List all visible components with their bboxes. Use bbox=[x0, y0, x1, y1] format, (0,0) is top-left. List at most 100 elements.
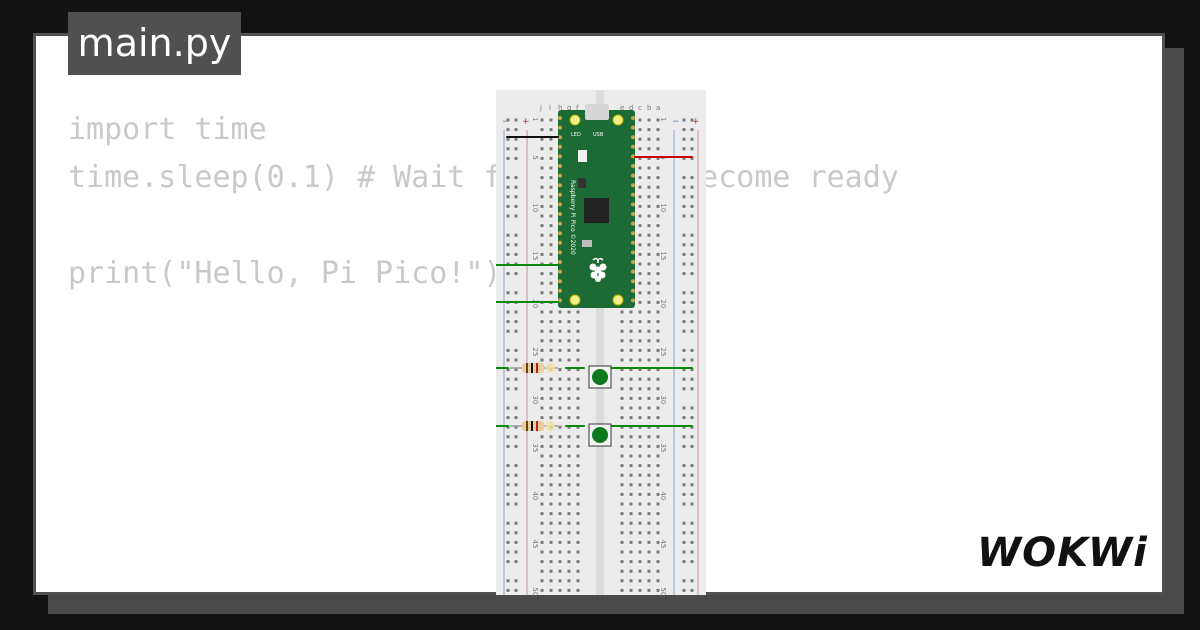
breadboard-hole bbox=[567, 339, 571, 343]
breadboard-hole bbox=[656, 281, 660, 285]
breadboard-hole bbox=[576, 310, 580, 314]
flash-chip bbox=[582, 240, 592, 247]
breadboard-hole bbox=[638, 512, 642, 516]
pico-pin bbox=[631, 164, 635, 168]
rail-hole bbox=[506, 416, 510, 420]
breadboard-hole bbox=[647, 550, 651, 554]
rail-hole bbox=[682, 368, 686, 372]
breadboard-hole bbox=[567, 368, 571, 372]
breadboard-hole bbox=[549, 185, 553, 189]
breadboard-hole bbox=[540, 118, 544, 122]
rail-hole bbox=[514, 502, 518, 506]
rail-hole bbox=[682, 416, 686, 420]
breadboard-hole bbox=[638, 300, 642, 304]
rail-hole bbox=[682, 195, 686, 199]
rail-hole bbox=[506, 444, 510, 448]
column-letter: c bbox=[638, 104, 642, 112]
rail-hole bbox=[514, 118, 518, 122]
code-line: time.sleep(0.1) # Wait for USB to become… bbox=[68, 160, 899, 195]
breadboard-hole bbox=[656, 502, 660, 506]
breadboard-hole bbox=[540, 540, 544, 544]
breadboard-hole bbox=[629, 454, 633, 458]
breadboard-hole bbox=[540, 521, 544, 525]
breadboard-hole bbox=[656, 473, 660, 477]
breadboard-hole bbox=[549, 540, 553, 544]
breadboard-hole bbox=[567, 531, 571, 535]
breadboard-hole bbox=[656, 147, 660, 151]
breadboard-hole bbox=[629, 483, 633, 487]
rail-hole bbox=[682, 300, 686, 304]
rail-hole bbox=[514, 156, 518, 160]
breadboard-hole bbox=[558, 550, 562, 554]
breadboard-hole bbox=[549, 560, 553, 564]
file-tab[interactable]: main.py bbox=[68, 12, 241, 75]
breadboard-hole bbox=[567, 483, 571, 487]
row-number: 45 bbox=[531, 539, 539, 548]
rail-hole bbox=[682, 252, 686, 256]
breadboard-hole bbox=[558, 396, 562, 400]
wires bbox=[496, 136, 693, 427]
mount-hole bbox=[569, 114, 581, 126]
rail-hole bbox=[690, 243, 694, 247]
breadboard-hole bbox=[620, 454, 624, 458]
rail-hole bbox=[506, 272, 510, 276]
breadboard-hole bbox=[620, 310, 624, 314]
breadboard-hole bbox=[629, 387, 633, 391]
breadboard-hole bbox=[638, 588, 642, 592]
breadboard-hole bbox=[558, 387, 562, 391]
breadboard-hole bbox=[549, 176, 553, 180]
rail-minus-label-right: − bbox=[672, 117, 680, 127]
breadboard-hole bbox=[638, 396, 642, 400]
breadboard-hole bbox=[656, 579, 660, 583]
breadboard-hole bbox=[647, 416, 651, 420]
breadboard-hole bbox=[620, 406, 624, 410]
breadboard-hole bbox=[647, 214, 651, 218]
breadboard-hole bbox=[558, 512, 562, 516]
breadboard-hole bbox=[576, 540, 580, 544]
rail-hole bbox=[514, 128, 518, 132]
rail-hole bbox=[682, 550, 686, 554]
breadboard-hole bbox=[540, 281, 544, 285]
breadboard-hole bbox=[656, 588, 660, 592]
breadboard-hole bbox=[656, 204, 660, 208]
breadboard-hole bbox=[549, 339, 553, 343]
row-number: 5 bbox=[531, 155, 539, 159]
pico-pin bbox=[631, 125, 635, 130]
breadboard-hole bbox=[629, 406, 633, 410]
breadboard-hole bbox=[567, 560, 571, 564]
breadboard-hole bbox=[629, 464, 633, 468]
rail-hole bbox=[690, 358, 694, 362]
breadboard-hole bbox=[656, 128, 660, 132]
breadboard-hole bbox=[576, 320, 580, 324]
rail-hole bbox=[682, 137, 686, 141]
row-number: 1 bbox=[531, 117, 539, 121]
rail-hole bbox=[514, 579, 518, 583]
breadboard-hole bbox=[620, 435, 624, 439]
breadboard-hole bbox=[558, 377, 562, 381]
breadboard-hole bbox=[629, 348, 633, 352]
pico-pins bbox=[558, 116, 635, 303]
breadboard-hole bbox=[549, 512, 553, 516]
rail-hole bbox=[514, 176, 518, 180]
rail-hole bbox=[506, 387, 510, 391]
rail-hole bbox=[690, 128, 694, 132]
breadboard-hole bbox=[540, 483, 544, 487]
rail-hole bbox=[690, 492, 694, 496]
breadboard-hole bbox=[656, 435, 660, 439]
breadboard-hole bbox=[558, 348, 562, 352]
breadboard-hole bbox=[549, 310, 553, 314]
breadboard-hole bbox=[638, 137, 642, 141]
breadboard-hole bbox=[647, 310, 651, 314]
breadboard-hole bbox=[638, 195, 642, 199]
breadboard-hole bbox=[647, 176, 651, 180]
rail-hole bbox=[506, 329, 510, 333]
breadboard-hole bbox=[656, 560, 660, 564]
breadboard-hole bbox=[540, 166, 544, 170]
rail-hole bbox=[690, 310, 694, 314]
breadboard-hole bbox=[620, 483, 624, 487]
breadboard-hole bbox=[620, 377, 624, 381]
breadboard-hole bbox=[576, 396, 580, 400]
pico-pin bbox=[631, 144, 635, 149]
